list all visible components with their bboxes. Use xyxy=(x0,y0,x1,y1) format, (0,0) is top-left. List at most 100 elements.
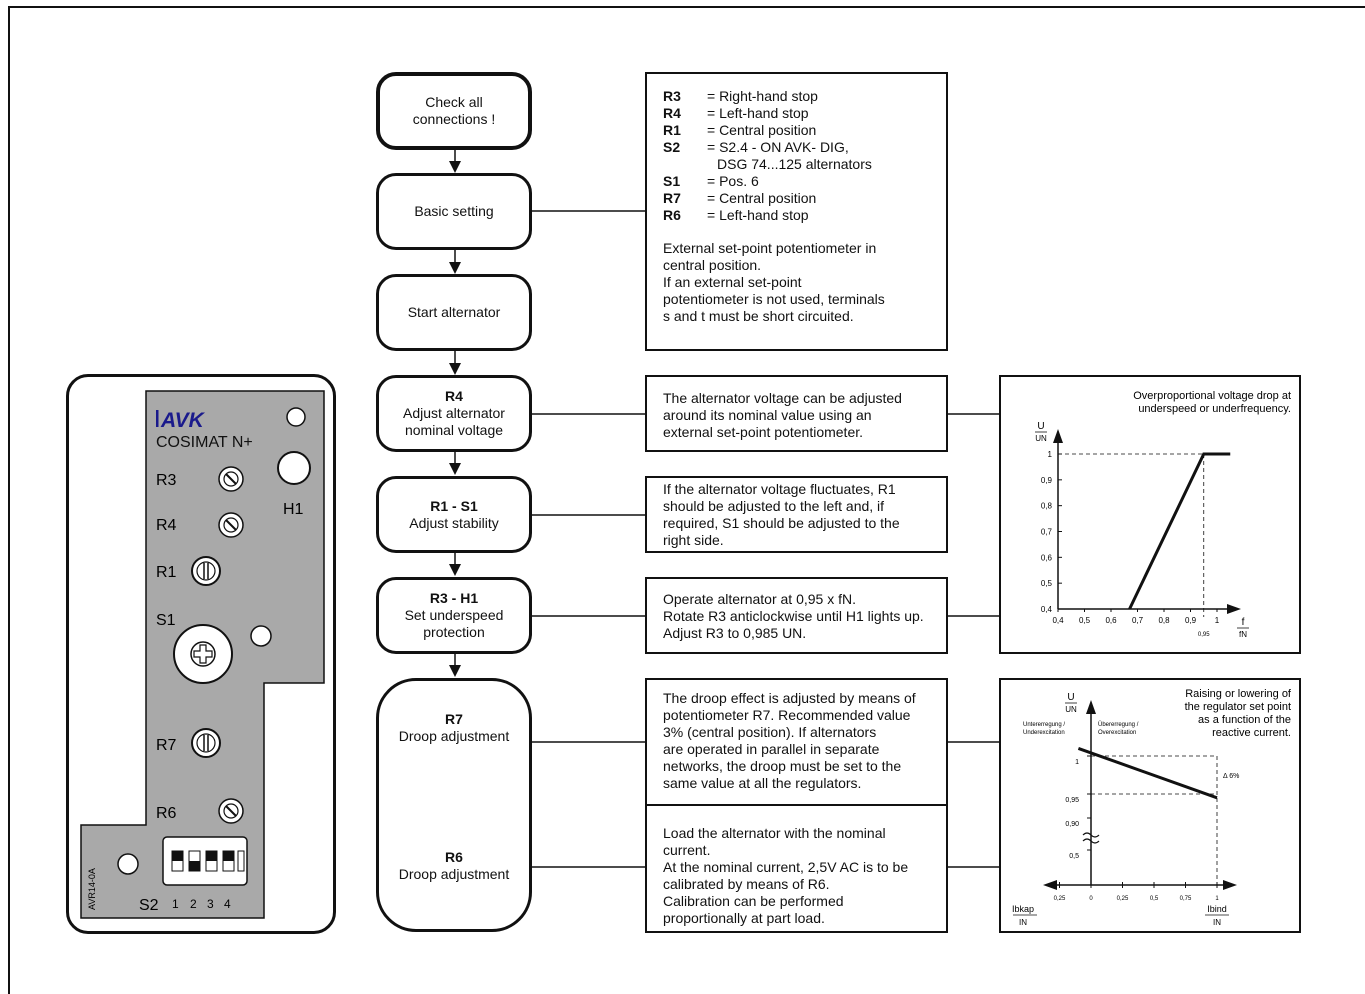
device-panel: AVK COSIMAT N+ H1 R3 R4 R1 S1 xyxy=(80,390,325,919)
step-text: protection xyxy=(423,624,485,640)
y-label-num: U xyxy=(1067,692,1074,703)
setting-value: DSG 74...125 alternators xyxy=(717,156,872,172)
x-left-label-num: Ibkap xyxy=(1012,904,1034,914)
h1-label: H1 xyxy=(283,501,304,518)
y-tick-label: 0,7 xyxy=(1041,528,1053,537)
setting-key: S1 xyxy=(663,173,681,189)
info-basic-setting: R3= Right-hand stop R4= Left-hand stop R… xyxy=(645,72,948,351)
info-line: Adjust R3 to 0,985 UN. xyxy=(663,625,807,641)
info-line: The alternator voltage can be adjusted xyxy=(663,390,902,406)
info-r7: The droop effect is adjusted by means of… xyxy=(645,678,948,806)
step-text: Set underspeed xyxy=(404,607,504,623)
delta-label: Δ 6% xyxy=(1223,773,1239,780)
y-label-num: U xyxy=(1037,421,1044,432)
s2-label: S2 xyxy=(139,897,159,914)
note-line: central position. xyxy=(663,257,762,273)
y-tick-label: 0,6 xyxy=(1041,553,1053,562)
r6-potentiometer[interactable] xyxy=(218,798,244,824)
s1-label: S1 xyxy=(156,612,176,629)
info-line: Calibration can be performed xyxy=(663,893,844,909)
info-line: same value at all the regulators. xyxy=(663,775,862,791)
r7-potentiometer[interactable] xyxy=(191,728,221,758)
info-r6: Load the alternator with the nominal cur… xyxy=(645,804,948,933)
y-axis-arrow xyxy=(1053,429,1063,443)
step-start-alternator: Start alternator xyxy=(376,274,532,351)
step-r1-s1: R1 - S1 Adjust stability xyxy=(376,476,532,553)
setting-key: R7 xyxy=(663,190,681,206)
setting-value: = Left-hand stop xyxy=(707,105,809,121)
step-text: Adjust alternator xyxy=(403,405,505,421)
y-axis-arrow xyxy=(1086,700,1096,714)
chart-title-part: Raising or lowering of xyxy=(1185,688,1292,700)
chart-title-part: the regulator set point xyxy=(1185,701,1291,713)
info-line: external set-point potentiometer. xyxy=(663,424,864,440)
series-line xyxy=(1128,452,1231,610)
frame-left-border xyxy=(8,6,10,994)
note-line: potentiometer is not used, terminals xyxy=(663,291,885,307)
x-tick-label: 0 xyxy=(1089,896,1093,902)
setting-key: R6 xyxy=(663,207,681,223)
r3-potentiometer[interactable] xyxy=(218,466,244,492)
x-tick-label: 1 xyxy=(1215,896,1219,902)
step-text: Check all xyxy=(425,94,483,110)
test-socket xyxy=(117,853,139,875)
info-line: Load the alternator with the nominal xyxy=(663,825,886,841)
r6-label: R6 xyxy=(156,805,177,822)
x-tick-label: 0,9 xyxy=(1185,616,1197,625)
s2-dip-switch[interactable] xyxy=(162,836,248,886)
device-frame: AVK COSIMAT N+ H1 R3 R4 R1 S1 xyxy=(66,374,336,934)
x-left-label-den: IN xyxy=(1019,918,1027,927)
r1-potentiometer[interactable] xyxy=(191,556,221,586)
info-line: current. xyxy=(663,842,711,858)
step-code: R3 - H1 xyxy=(429,590,479,606)
model-text: COSIMAT N+ xyxy=(156,434,253,451)
axis-break xyxy=(1082,832,1100,844)
setting-key xyxy=(663,156,707,173)
setting-key: R1 xyxy=(663,122,681,138)
info-line: right side. xyxy=(663,532,724,548)
x-tick-label: 0,8 xyxy=(1158,616,1170,625)
series-line xyxy=(1077,746,1218,800)
step-text: nominal voltage xyxy=(404,422,504,438)
info-line: If the alternator voltage fluctuates, R1 xyxy=(663,481,896,497)
y-tick-label: 0,9 xyxy=(1041,476,1053,485)
settings-list: R3= Right-hand stop R4= Left-hand stop R… xyxy=(663,88,936,224)
step-text: Basic setting xyxy=(414,203,494,219)
setting-key: S2 xyxy=(663,139,681,155)
s1-rotary-switch[interactable] xyxy=(173,624,233,684)
info-r4: The alternator voltage can be adjusted a… xyxy=(645,375,948,452)
x-tick-label: 0,75 xyxy=(1180,896,1192,902)
setting-value: = Left-hand stop xyxy=(707,207,809,223)
step-code: R7 xyxy=(445,711,463,727)
setting-value: = S2.4 - ON AVK- DIG, xyxy=(707,139,849,155)
x-axis-arrow xyxy=(1227,604,1241,614)
step-text: Adjust stability xyxy=(409,514,499,531)
r3-label: R3 xyxy=(156,472,177,489)
chart-title-part: Overproportional voltage drop at xyxy=(1133,390,1291,402)
setting-key: R4 xyxy=(663,105,681,121)
r7-label: R7 xyxy=(156,737,177,754)
step-text: Droop adjustment xyxy=(398,866,510,882)
frame-top-border xyxy=(8,6,1365,8)
r4-potentiometer[interactable] xyxy=(218,512,244,538)
x-tick-label: 0,5 xyxy=(1079,616,1091,625)
left-region-label: Underexcitation xyxy=(1023,730,1065,736)
test-socket xyxy=(250,625,272,647)
step-code: R6 xyxy=(445,849,463,865)
x-tick-label: 0,25 xyxy=(1117,896,1129,902)
step-code: R1 - S1 xyxy=(430,497,478,514)
info-line: around its nominal value using an xyxy=(663,407,872,423)
right-region-label: Übererregung / xyxy=(1098,721,1139,728)
x-label-den: fN xyxy=(1239,630,1247,639)
y-tick-label: 1 xyxy=(1048,450,1053,459)
avk-logo: AVK xyxy=(156,409,206,432)
info-r1-s1: If the alternator voltage fluctuates, R1… xyxy=(645,476,948,553)
y-tick-label: 0,90 xyxy=(1065,821,1079,828)
info-line: networks, the droop must be set to the xyxy=(663,758,902,774)
dip-number: 1 xyxy=(172,897,179,911)
dip-number: 4 xyxy=(224,897,231,911)
spacer xyxy=(663,224,936,240)
x-right-label-num: Ibind xyxy=(1207,904,1227,914)
